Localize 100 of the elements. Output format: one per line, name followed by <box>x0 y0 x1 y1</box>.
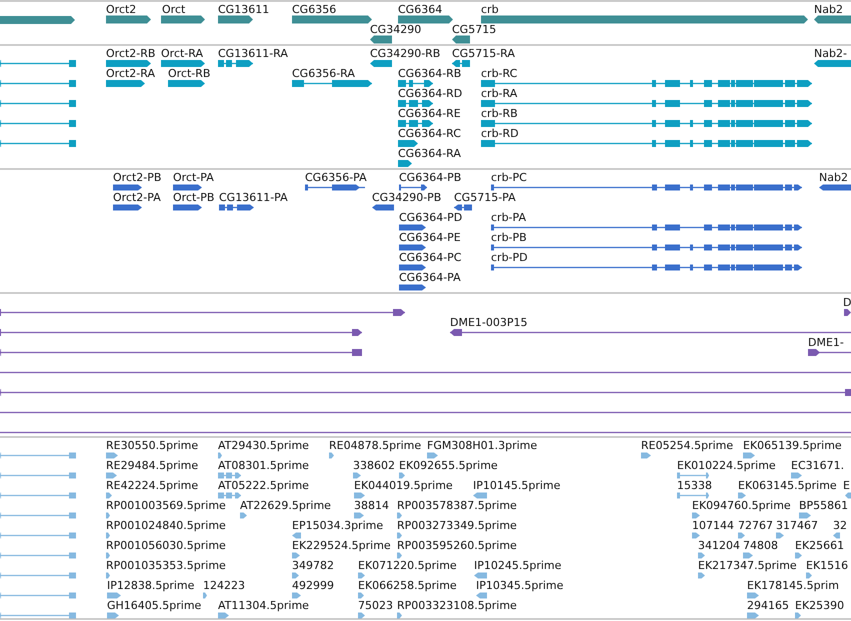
feature-label: EK071220.5prime <box>358 559 457 572</box>
feature-label: 38814 <box>354 499 389 512</box>
feature-label: CG6364-RC <box>398 127 461 140</box>
feature-label: CG6364-RB <box>398 67 462 80</box>
feature-label: CG5715 <box>452 23 496 36</box>
feature-label: EK178145.5prim <box>747 579 839 592</box>
feature-label: 15338 <box>677 479 712 492</box>
feature-label: crb-RD <box>481 127 519 140</box>
feature-label: CG6364-PA <box>399 271 461 284</box>
feature-label: AT22629.5prime <box>240 499 331 512</box>
feature-label: EK063145.5prime <box>738 479 837 492</box>
feature-label: DME1- <box>808 336 844 349</box>
feature-label: RE05254.5prime <box>641 439 734 452</box>
feature-label: RE29484.5prime <box>106 459 198 472</box>
feature-label: Orct-RB <box>168 67 210 80</box>
feature-label: 32 <box>833 519 847 532</box>
feature-label: crb-PC <box>491 171 527 184</box>
feature-label: CG6364-PD <box>399 211 462 224</box>
feature-label: Orct2-PA <box>113 191 161 204</box>
feature-label: crb-PD <box>491 251 528 264</box>
feature-label: AT11304.5prime <box>218 599 309 612</box>
feature-label: EK010224.5prime <box>677 459 776 472</box>
feature-label: CG13611 <box>218 3 270 16</box>
feature-label: EK092655.5prime <box>399 459 498 472</box>
feature-label: EK065139.5prime <box>743 439 842 452</box>
feature-label: RP003323108.5prime <box>397 599 517 612</box>
feature-label: GH16405.5prime <box>107 599 202 612</box>
feature-label: Nab2- <box>814 47 847 60</box>
feature-label: 74808 <box>743 539 778 552</box>
feature-label: IP10145.5prime <box>473 479 560 492</box>
feature-label: RP001035353.5prime <box>106 559 226 572</box>
feature-label: Orct <box>162 3 186 16</box>
feature-label: IP12838.5prime <box>107 579 194 592</box>
feature-label: Orct2-RA <box>106 67 155 80</box>
feature-label: Nab2 <box>819 171 848 184</box>
feature-label: RE42224.5prime <box>106 479 198 492</box>
feature-label: RP003578387.5prime <box>397 499 517 512</box>
feature-label: crb-PB <box>491 231 527 244</box>
feature-label: Nab2 <box>814 3 843 16</box>
feature-label: EK25661 <box>795 539 844 552</box>
feature-label: EK217347.5prime <box>698 559 797 572</box>
feature-label: DME1-003P15 <box>450 316 528 329</box>
feature-label: CG34290-PB <box>372 191 442 204</box>
feature-label: EK044019.5prime <box>354 479 453 492</box>
feature-label: AT05222.5prime <box>218 479 309 492</box>
feature-label: RP003595260.5prime <box>397 539 517 552</box>
feature-label: CG5715-PA <box>454 191 516 204</box>
feature-label: CG6356 <box>292 3 336 16</box>
feature-label: IP10245.5prime <box>474 559 562 572</box>
feature-label: Orct-PB <box>173 191 214 204</box>
feature-label: 338602 <box>353 459 395 472</box>
feature-label: IP10345.5prime <box>476 579 564 592</box>
feature-label: RP003273349.5prime <box>397 519 517 532</box>
feature-label: CG34290-RB <box>370 47 440 60</box>
feature-label: BP55861 <box>799 499 848 512</box>
feature-label: crb-RB <box>481 107 518 120</box>
feature-label: EK066258.5prime <box>358 579 457 592</box>
feature-label: CG6364 <box>398 3 442 16</box>
feature-label: CG13611-PA <box>219 191 288 204</box>
feature-label: EP15034.3prime <box>292 519 384 532</box>
feature-label: crb <box>481 3 499 16</box>
feature-label: CG6364-RA <box>398 147 461 160</box>
feature-label: EK25390 <box>795 599 844 612</box>
feature-label: CG6356-RA <box>292 67 355 80</box>
feature-label: Orct-PA <box>173 171 214 184</box>
feature-label: Orct-RA <box>161 47 203 60</box>
feature-label: AT29430.5prime <box>218 439 309 452</box>
feature-label: CG13611-RA <box>218 47 288 60</box>
feature-label: 107144 <box>692 519 734 532</box>
feature-label: CG6364-RE <box>398 107 461 120</box>
feature-label: D <box>843 296 851 309</box>
feature-label: crb-RC <box>481 67 518 80</box>
feature-label: 124223 <box>203 579 245 592</box>
feature-label: CG6364-RD <box>398 87 462 100</box>
feature-label: CG6364-PE <box>399 231 461 244</box>
feature-label: 492999 <box>292 579 334 592</box>
feature-label: RP001003569.5prime <box>106 499 226 512</box>
feature-label: RP001056030.5prime <box>106 539 226 552</box>
feature-label: RE04878.5prime <box>329 439 422 452</box>
feature-label: E <box>843 479 850 492</box>
feature-label: crb-RA <box>481 87 518 100</box>
feature-label: EK1516 <box>806 559 848 572</box>
feature-label: 294165 <box>747 599 789 612</box>
feature-label: EC31671. <box>791 459 844 472</box>
feature-label: CG34290 <box>370 23 422 36</box>
feature-label: EK229524.5prime <box>292 539 391 552</box>
feature-label: RP001024840.5prime <box>106 519 226 532</box>
feature-label: EK094760.5prime <box>692 499 791 512</box>
feature-label: CG5715-RA <box>452 47 515 60</box>
feature-label: Orct2-RB <box>106 47 156 60</box>
feature-label: CG6356-PA <box>305 171 367 184</box>
feature-label: Orct2 <box>106 3 136 16</box>
feature-label: 72767 <box>738 519 773 532</box>
feature-label: RE30550.5prime <box>106 439 198 452</box>
feature-label: CG6364-PB <box>399 171 462 184</box>
feature-label: 349782 <box>292 559 334 572</box>
feature-label: FGM308H01.3prime <box>427 439 538 452</box>
feature-label: 75023 <box>358 599 393 612</box>
feature-label: 341204 <box>698 539 740 552</box>
feature-label: CG6364-PC <box>399 251 462 264</box>
